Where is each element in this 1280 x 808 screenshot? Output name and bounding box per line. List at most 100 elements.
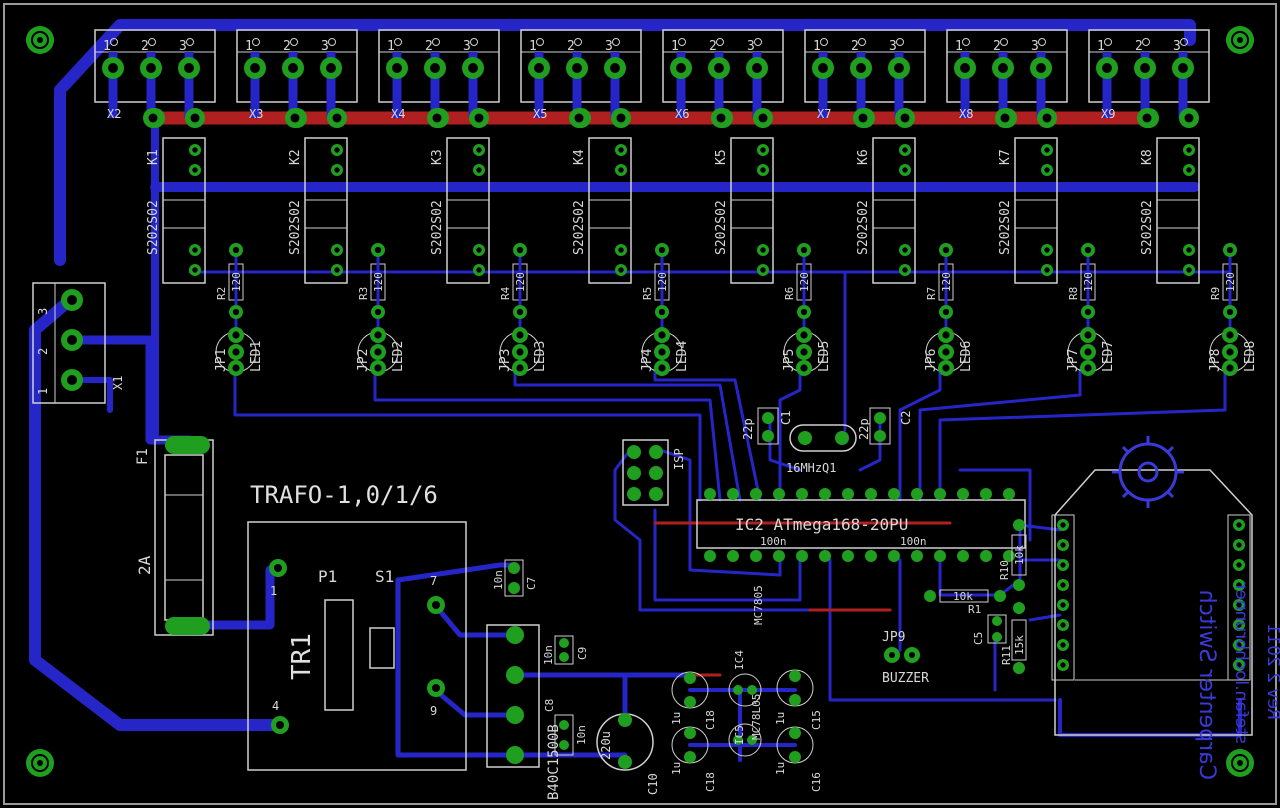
pin-label: 1 [387, 39, 395, 54]
resistor-r6[interactable] [796, 243, 812, 330]
buzzer-jumper[interactable] [884, 647, 920, 663]
terminal-x2[interactable] [94, 29, 216, 128]
c10-value: 220u [599, 731, 613, 760]
x1-pin2: 2 [36, 348, 50, 355]
c15-value: 1u [774, 712, 787, 725]
r10-value: 10k [1013, 545, 1026, 565]
relay-part: S202S02 [856, 200, 871, 255]
pin-label: 2 [283, 39, 291, 54]
x1-pin1: 1 [36, 388, 50, 395]
relay-label: K6 [856, 149, 871, 165]
r1-value: 10k [953, 590, 973, 603]
relay-k1[interactable] [162, 137, 206, 284]
relay-k7[interactable] [1014, 137, 1058, 284]
pin-label: 3 [321, 39, 329, 54]
crystal[interactable] [789, 424, 857, 452]
relay-k8[interactable] [1156, 137, 1200, 284]
bottom-traces [29, 19, 1242, 762]
r11-value: 15k [1013, 635, 1026, 655]
relay-label: K5 [714, 149, 729, 165]
terminal-x7[interactable] [804, 29, 926, 128]
relay-k4[interactable] [588, 137, 632, 284]
buzzer-jumper-label: JP9 [882, 630, 905, 645]
capacitor-c7[interactable] [504, 559, 524, 597]
capacitor-c10[interactable] [596, 713, 654, 771]
c7-name: C7 [525, 577, 538, 590]
resistor-r11[interactable] [1011, 602, 1027, 674]
led-label: LED4 [675, 341, 690, 372]
display-module[interactable] [1051, 469, 1253, 736]
resistor-r3[interactable] [370, 243, 386, 330]
resistor-label: R8 [1067, 287, 1080, 300]
resistor-r8[interactable] [1080, 243, 1096, 330]
resistor-label: R9 [1209, 287, 1222, 300]
relay-k2[interactable] [304, 137, 348, 284]
led-led8[interactable] [1209, 327, 1251, 376]
isp-header[interactable] [622, 439, 669, 506]
capacitor-c17[interactable] [671, 671, 709, 709]
ic3-value: MC7805 [752, 585, 765, 625]
c1-name: C1 [779, 411, 793, 425]
c7-value: 10n [492, 570, 505, 590]
rectifier[interactable] [486, 624, 540, 768]
resistor-value: 120 [514, 272, 527, 292]
capacitor-c16[interactable] [776, 726, 814, 764]
resistor-label: R6 [783, 287, 796, 300]
capacitor-c9[interactable] [554, 635, 574, 665]
resistor-r1[interactable] [924, 589, 1006, 603]
terminal-x6[interactable] [662, 29, 784, 128]
c2-name: C2 [899, 411, 913, 425]
capacitor-c2[interactable] [869, 407, 891, 445]
resistor-r4[interactable] [512, 243, 528, 330]
resistor-r5[interactable] [654, 243, 670, 330]
capacitor-c8[interactable] [554, 714, 574, 756]
fuse-holder[interactable] [154, 436, 214, 636]
terminal-x3[interactable] [236, 29, 358, 128]
transformer[interactable] [247, 521, 467, 771]
resistor-value: 120 [230, 272, 243, 292]
led-led2[interactable] [357, 327, 399, 376]
terminal-x8[interactable] [946, 29, 1068, 128]
terminal-x5[interactable] [520, 29, 642, 128]
led-led4[interactable] [641, 327, 683, 376]
pin-label: 1 [529, 39, 537, 54]
capacitor-c1[interactable] [757, 407, 779, 445]
resistor-r10[interactable] [1011, 519, 1027, 591]
capacitor-c5[interactable] [987, 614, 1007, 644]
led-led3[interactable] [499, 327, 541, 376]
relay-label: K2 [288, 149, 303, 165]
led-led6[interactable] [925, 327, 967, 376]
mcu-chip[interactable] [696, 488, 1026, 562]
resistor-r7[interactable] [938, 243, 954, 330]
led-label: LED8 [1243, 341, 1258, 372]
terminal-x9[interactable] [1088, 29, 1210, 128]
regulator-ic5[interactable] [728, 723, 762, 757]
led-led5[interactable] [783, 327, 825, 376]
capacitor-c15[interactable] [776, 669, 814, 707]
resistor-r9[interactable] [1222, 243, 1238, 330]
relay-label: K7 [998, 149, 1013, 165]
c9-name: C9 [576, 647, 589, 660]
capacitor-c18[interactable] [671, 726, 709, 764]
x1-label: X1 [111, 376, 125, 390]
relay-k6[interactable] [872, 137, 916, 284]
terminal-x4[interactable] [378, 29, 500, 128]
relay-k3[interactable] [446, 137, 490, 284]
resistor-r2[interactable] [228, 243, 244, 330]
fuse-label: F1 [135, 448, 151, 465]
relay-k5[interactable] [730, 137, 774, 284]
trafo-pin4: 4 [272, 699, 279, 713]
resistor-label: R5 [641, 287, 654, 300]
mounting-holes [26, 26, 1254, 777]
regulator-ic4[interactable] [728, 673, 762, 707]
buzzer-label: BUZZER [882, 671, 929, 686]
pin-label: 2 [851, 39, 859, 54]
pin-label: 1 [671, 39, 679, 54]
led-led1[interactable] [215, 327, 257, 376]
led-led7[interactable] [1067, 327, 1109, 376]
mcu-label: IC2 ATmega168-20PU [735, 515, 908, 534]
x1-connector[interactable] [32, 282, 106, 404]
